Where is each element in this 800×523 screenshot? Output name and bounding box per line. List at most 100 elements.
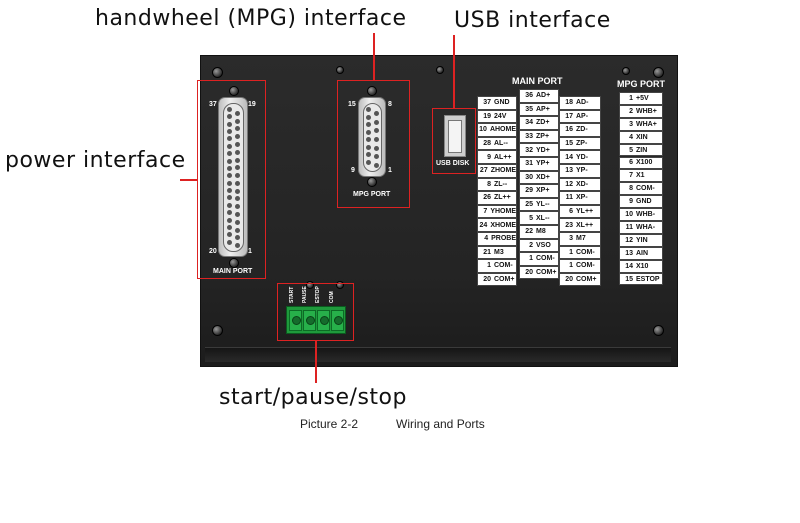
pin-number: 15 [565,140,573,148]
pin-number: 22 [525,228,533,236]
callout-power-interface: power interface [5,148,186,173]
connector-pin [374,154,379,160]
pin-signal: AP- [576,112,589,120]
callout-usb-interface: USB interface [454,8,611,33]
connector-screw-icon [229,258,239,268]
pin-signal: AP+ [536,105,550,113]
connector-pin [235,227,240,233]
connector-pin [235,173,240,179]
pin-signal: WHB- [636,211,656,219]
pin-signal: XP- [576,194,588,202]
pin-number: 9 [487,153,491,161]
connector-pin [374,162,379,168]
pin-number: 7 [483,208,488,216]
connector-pin [235,142,240,147]
connector-pin [227,232,232,238]
db15-socket [363,103,382,172]
pin-signal: ZD- [576,126,588,134]
pin-number: 3 [569,235,573,243]
connector-pin [374,137,379,142]
connector-pin [227,173,232,179]
pin-signal: COM+ [536,269,557,277]
pin-number: 32 [525,146,533,154]
pin-number: 6 [569,208,573,216]
screw-icon [622,67,630,75]
pin-signal: M3 [494,248,504,256]
callout-handwheel-interface: handwheel (MPG) interface [95,6,407,31]
connector-pin [235,196,240,202]
terminal-screw-icon [306,316,315,325]
start-pause-stop-highlight [277,283,354,341]
connector-pin [227,188,232,194]
pin-signal: YIN [636,236,648,244]
pin-number: 6 [629,159,633,167]
db15-pin-label: 8 [388,101,392,108]
connector-pin [227,224,232,230]
pin-number: 13 [565,167,573,175]
db15-pin-label: 15 [348,101,356,108]
pin-number: 5 [629,146,633,154]
connector-pin [227,151,232,157]
connector-pin [366,129,371,135]
terminal-screw-icon [320,316,329,325]
pin-signal: PROBE [491,235,516,243]
pin-signal: COM+ [494,276,515,284]
pin-signal: XHOME [490,221,516,229]
pin-number: 20 [565,276,573,284]
pin-number: 3 [629,120,633,128]
usb-leader-line [453,35,455,108]
screw-icon [653,325,664,336]
connector-pin [374,128,379,134]
db37-port-label: MAIN PORT [213,268,253,275]
connector-pin [374,119,379,125]
pin-number: 20 [525,269,533,277]
connector-pin [235,157,240,163]
connector-pin [235,118,240,124]
connector-screw-icon [367,177,377,187]
pin-number: 27 [479,167,488,175]
pin-number: 13 [625,249,633,257]
connector-pin [227,180,232,186]
db37-pin-label: 1 [248,248,252,255]
pin-number: 10 [625,211,633,219]
pin-number: 11 [565,194,573,202]
controller-back-panel [200,55,678,367]
usb-interface-highlight [432,108,476,174]
pin-number: 1 [487,262,491,270]
pin-signal: XL-- [536,214,550,222]
terminal-block [286,306,346,334]
pin-number: 8 [629,185,633,193]
usb-port-icon [444,115,466,157]
pin-number: 33 [525,133,533,141]
terminal-label: PAUSE [302,286,308,303]
pin-number: 36 [525,92,533,100]
pin-signal: ZIN [636,146,648,154]
terminal-label: COM [329,291,335,303]
start-leader-line [315,341,317,383]
